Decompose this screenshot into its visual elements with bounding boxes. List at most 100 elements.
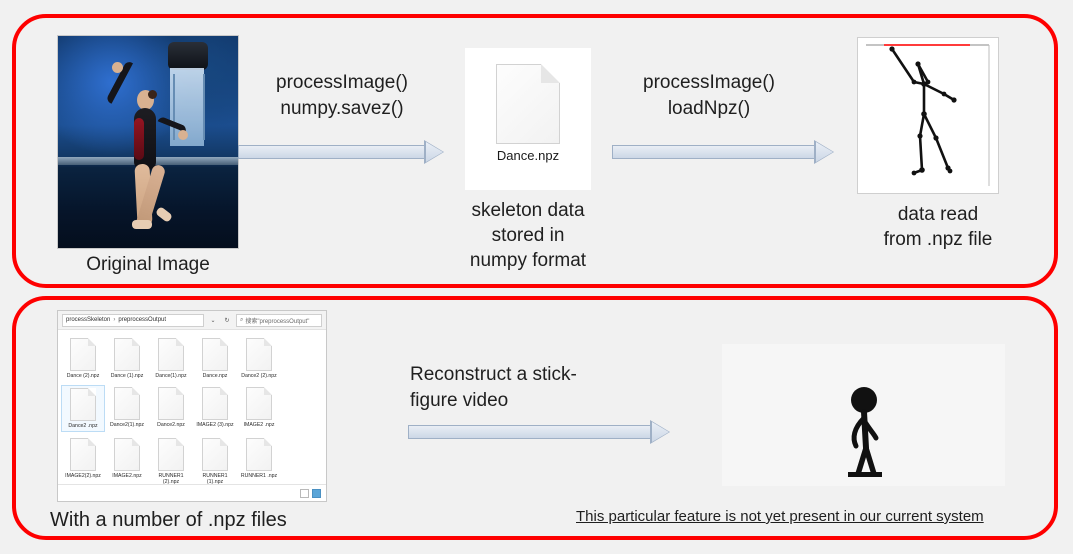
npz-caption-line3: numpy format bbox=[469, 250, 587, 271]
explorer-file-item[interactable]: IMAGE2 .npz bbox=[237, 385, 281, 432]
search-placeholder: 搜索"preprocessOutput" bbox=[245, 318, 310, 325]
npz-caption: skeleton data stored in numpy format bbox=[440, 198, 616, 273]
explorer-file-item[interactable]: Dance (1).npz bbox=[105, 336, 149, 381]
npz-file-icon bbox=[114, 338, 140, 371]
refresh-icon[interactable]: ↻ bbox=[224, 317, 230, 324]
search-icon: ⌕ bbox=[240, 316, 244, 323]
file-fold-corner bbox=[132, 338, 140, 346]
npz-file-icon bbox=[158, 338, 184, 371]
explorer-file-item[interactable]: Dance2.npz bbox=[149, 385, 193, 432]
npz-file-icon bbox=[70, 438, 96, 471]
skeleton-caption-line1: data read bbox=[897, 204, 979, 225]
explorer-file-name: IMAGE2 .npz bbox=[243, 422, 275, 428]
original-dancer-photo bbox=[58, 36, 238, 248]
npz-file-icon bbox=[158, 387, 184, 420]
explorer-file-item[interactable]: Dance.npz bbox=[193, 336, 237, 381]
skeleton-caption-line2: from .npz file bbox=[883, 229, 993, 250]
npz-file-icon bbox=[202, 338, 228, 371]
file-fold-corner bbox=[220, 338, 228, 346]
dancer-foot-left bbox=[132, 220, 152, 229]
file-fold-corner bbox=[132, 438, 140, 446]
arrow-shaft bbox=[612, 145, 816, 159]
explorer-file-item[interactable]: Dance2 (2).npz bbox=[237, 336, 281, 381]
tile-view-icon[interactable] bbox=[312, 488, 321, 498]
explorer-address-bar: processSkeleton › preprocessOutput ⌄ ↻ ⌕… bbox=[58, 311, 326, 330]
arrow3-label: Reconstruct a stick- figure video bbox=[410, 362, 660, 414]
arrow-shaft bbox=[408, 425, 652, 439]
explorer-file-name: RUNNER1 (2).npz bbox=[158, 473, 184, 485]
file-fold-corner bbox=[264, 338, 272, 346]
skeleton-render-card bbox=[858, 38, 998, 193]
npz-caption-line2: stored in bbox=[491, 225, 565, 246]
arrow-shaft bbox=[238, 145, 426, 159]
npz-file-icon bbox=[246, 387, 272, 420]
arrow2-label-line2: loadNpz() bbox=[667, 98, 751, 119]
dancer-costume-detail bbox=[134, 118, 144, 160]
npz-file-icon bbox=[70, 338, 96, 371]
dancer-foot-right bbox=[154, 206, 174, 223]
dancer-hair-bun bbox=[148, 90, 157, 99]
explorer-file-name: RUNNER1 .npz bbox=[240, 473, 278, 479]
breadcrumb-root[interactable]: processSkeleton bbox=[66, 317, 111, 323]
file-fold-corner bbox=[220, 438, 228, 446]
explorer-search-box[interactable]: ⌕ 搜索"preprocessOutput" bbox=[236, 313, 322, 327]
files-caption: With a number of .npz files bbox=[50, 509, 287, 531]
explorer-file-name: IMAGE2.npz bbox=[112, 473, 142, 479]
explorer-breadcrumb[interactable]: processSkeleton › preprocessOutput bbox=[62, 313, 204, 327]
arrow2-label: processImage() loadNpz() bbox=[600, 70, 818, 122]
list-view-icon[interactable] bbox=[300, 488, 309, 498]
file-fold-corner bbox=[264, 438, 272, 446]
file-explorer-window[interactable]: processSkeleton › preprocessOutput ⌄ ↻ ⌕… bbox=[57, 310, 327, 502]
pipeline-panel-top bbox=[12, 14, 1058, 288]
explorer-status-bar bbox=[58, 484, 326, 501]
file-fold-corner bbox=[88, 338, 96, 346]
file-fold-corner bbox=[264, 387, 272, 395]
explorer-file-name: Dance2(1).npz bbox=[109, 422, 145, 428]
explorer-file-item[interactable]: Dance2 .npz bbox=[61, 385, 105, 432]
skeleton-plot bbox=[858, 38, 998, 193]
stick-figure-graphic bbox=[847, 387, 882, 477]
explorer-file-item[interactable]: Dance (2).npz bbox=[61, 336, 105, 381]
file-fold-corner bbox=[88, 388, 96, 396]
npz-file-card: Dance.npz bbox=[465, 48, 591, 190]
chevron-down-icon[interactable]: ⌄ bbox=[210, 317, 216, 324]
file-fold-corner bbox=[176, 387, 184, 395]
explorer-file-item[interactable]: Dance2(1).npz bbox=[105, 385, 149, 432]
arrow1-label: processImage() numpy.savez() bbox=[232, 70, 452, 122]
explorer-file-item[interactable]: RUNNER1 (2).npz bbox=[149, 436, 193, 487]
file-fold-corner bbox=[220, 387, 228, 395]
dancer-raised-hand bbox=[112, 62, 123, 73]
explorer-file-name: IMAGE2(2).npz bbox=[65, 473, 101, 479]
npz-file-icon bbox=[202, 438, 228, 471]
explorer-file-item[interactable]: Dance(1).npz bbox=[149, 336, 193, 381]
explorer-file-item[interactable]: RUNNER1 .npz bbox=[237, 436, 281, 487]
arrow3-label-line1: Reconstruct a stick- bbox=[410, 364, 577, 385]
file-fold-corner bbox=[132, 387, 140, 395]
npz-file-icon bbox=[158, 438, 184, 471]
npz-file-icon bbox=[202, 387, 228, 420]
breadcrumb-current[interactable]: preprocessOutput bbox=[118, 317, 167, 323]
explorer-file-name: RUNNER1 (1).npz bbox=[202, 473, 228, 485]
explorer-file-name: Dance (2).npz bbox=[66, 373, 100, 379]
file-fold-corner bbox=[541, 64, 560, 83]
arrow-files-to-video bbox=[408, 420, 670, 444]
arrow-process-to-npz bbox=[238, 140, 444, 164]
explorer-file-item[interactable]: IMAGE2.npz bbox=[105, 436, 149, 487]
footnote-text: This particular feature is not yet prese… bbox=[576, 508, 984, 525]
arrow-head bbox=[652, 422, 669, 442]
explorer-file-name: Dance2.npz bbox=[157, 422, 185, 428]
explorer-file-name: Dance.npz bbox=[202, 373, 228, 379]
breadcrumb-separator-icon: › bbox=[113, 317, 116, 323]
pipeline-panel-bottom bbox=[12, 296, 1058, 540]
npz-file-icon bbox=[246, 438, 272, 471]
explorer-file-item[interactable]: IMAGE2(2).npz bbox=[61, 436, 105, 487]
arrow-npz-to-skeleton bbox=[612, 140, 834, 164]
explorer-file-name: Dance (1).npz bbox=[110, 373, 144, 379]
original-image-caption: Original Image bbox=[86, 254, 210, 275]
npz-file-icon bbox=[114, 387, 140, 420]
explorer-file-name: Dance2 (2).npz bbox=[241, 373, 277, 379]
explorer-file-item[interactable]: RUNNER1 (1).npz bbox=[193, 436, 237, 487]
explorer-file-item[interactable]: IMAGE2 (3).npz bbox=[193, 385, 237, 432]
